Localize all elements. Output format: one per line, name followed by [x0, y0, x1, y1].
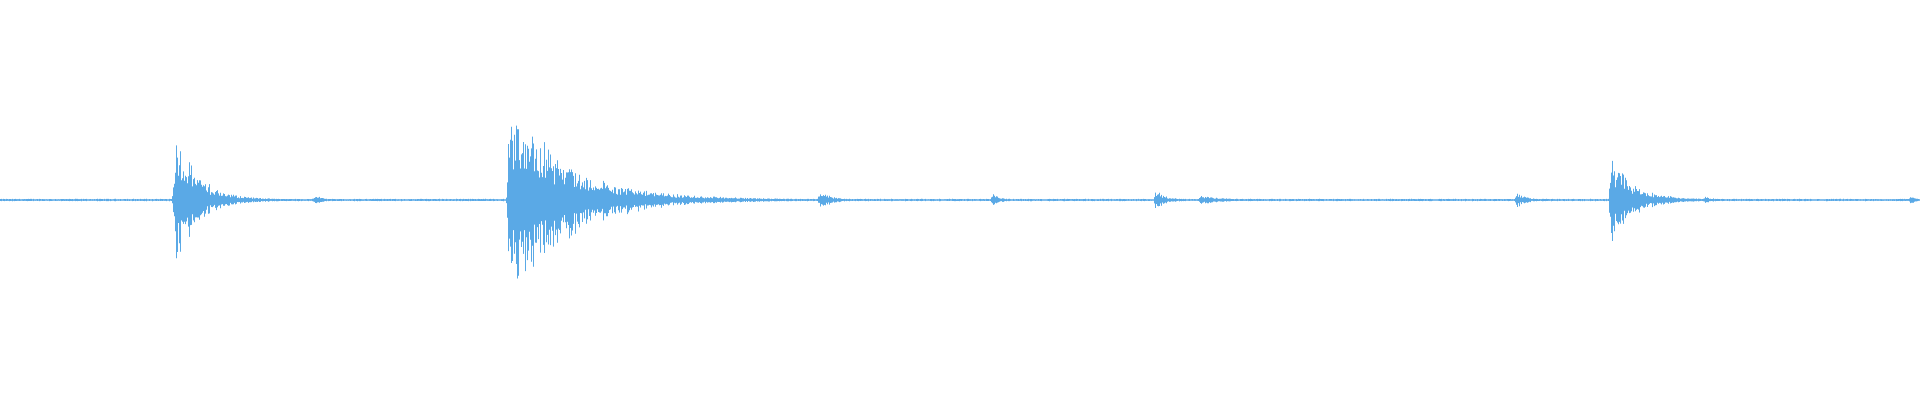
waveform-trace: [0, 125, 1920, 279]
waveform-path: [0, 125, 1920, 279]
